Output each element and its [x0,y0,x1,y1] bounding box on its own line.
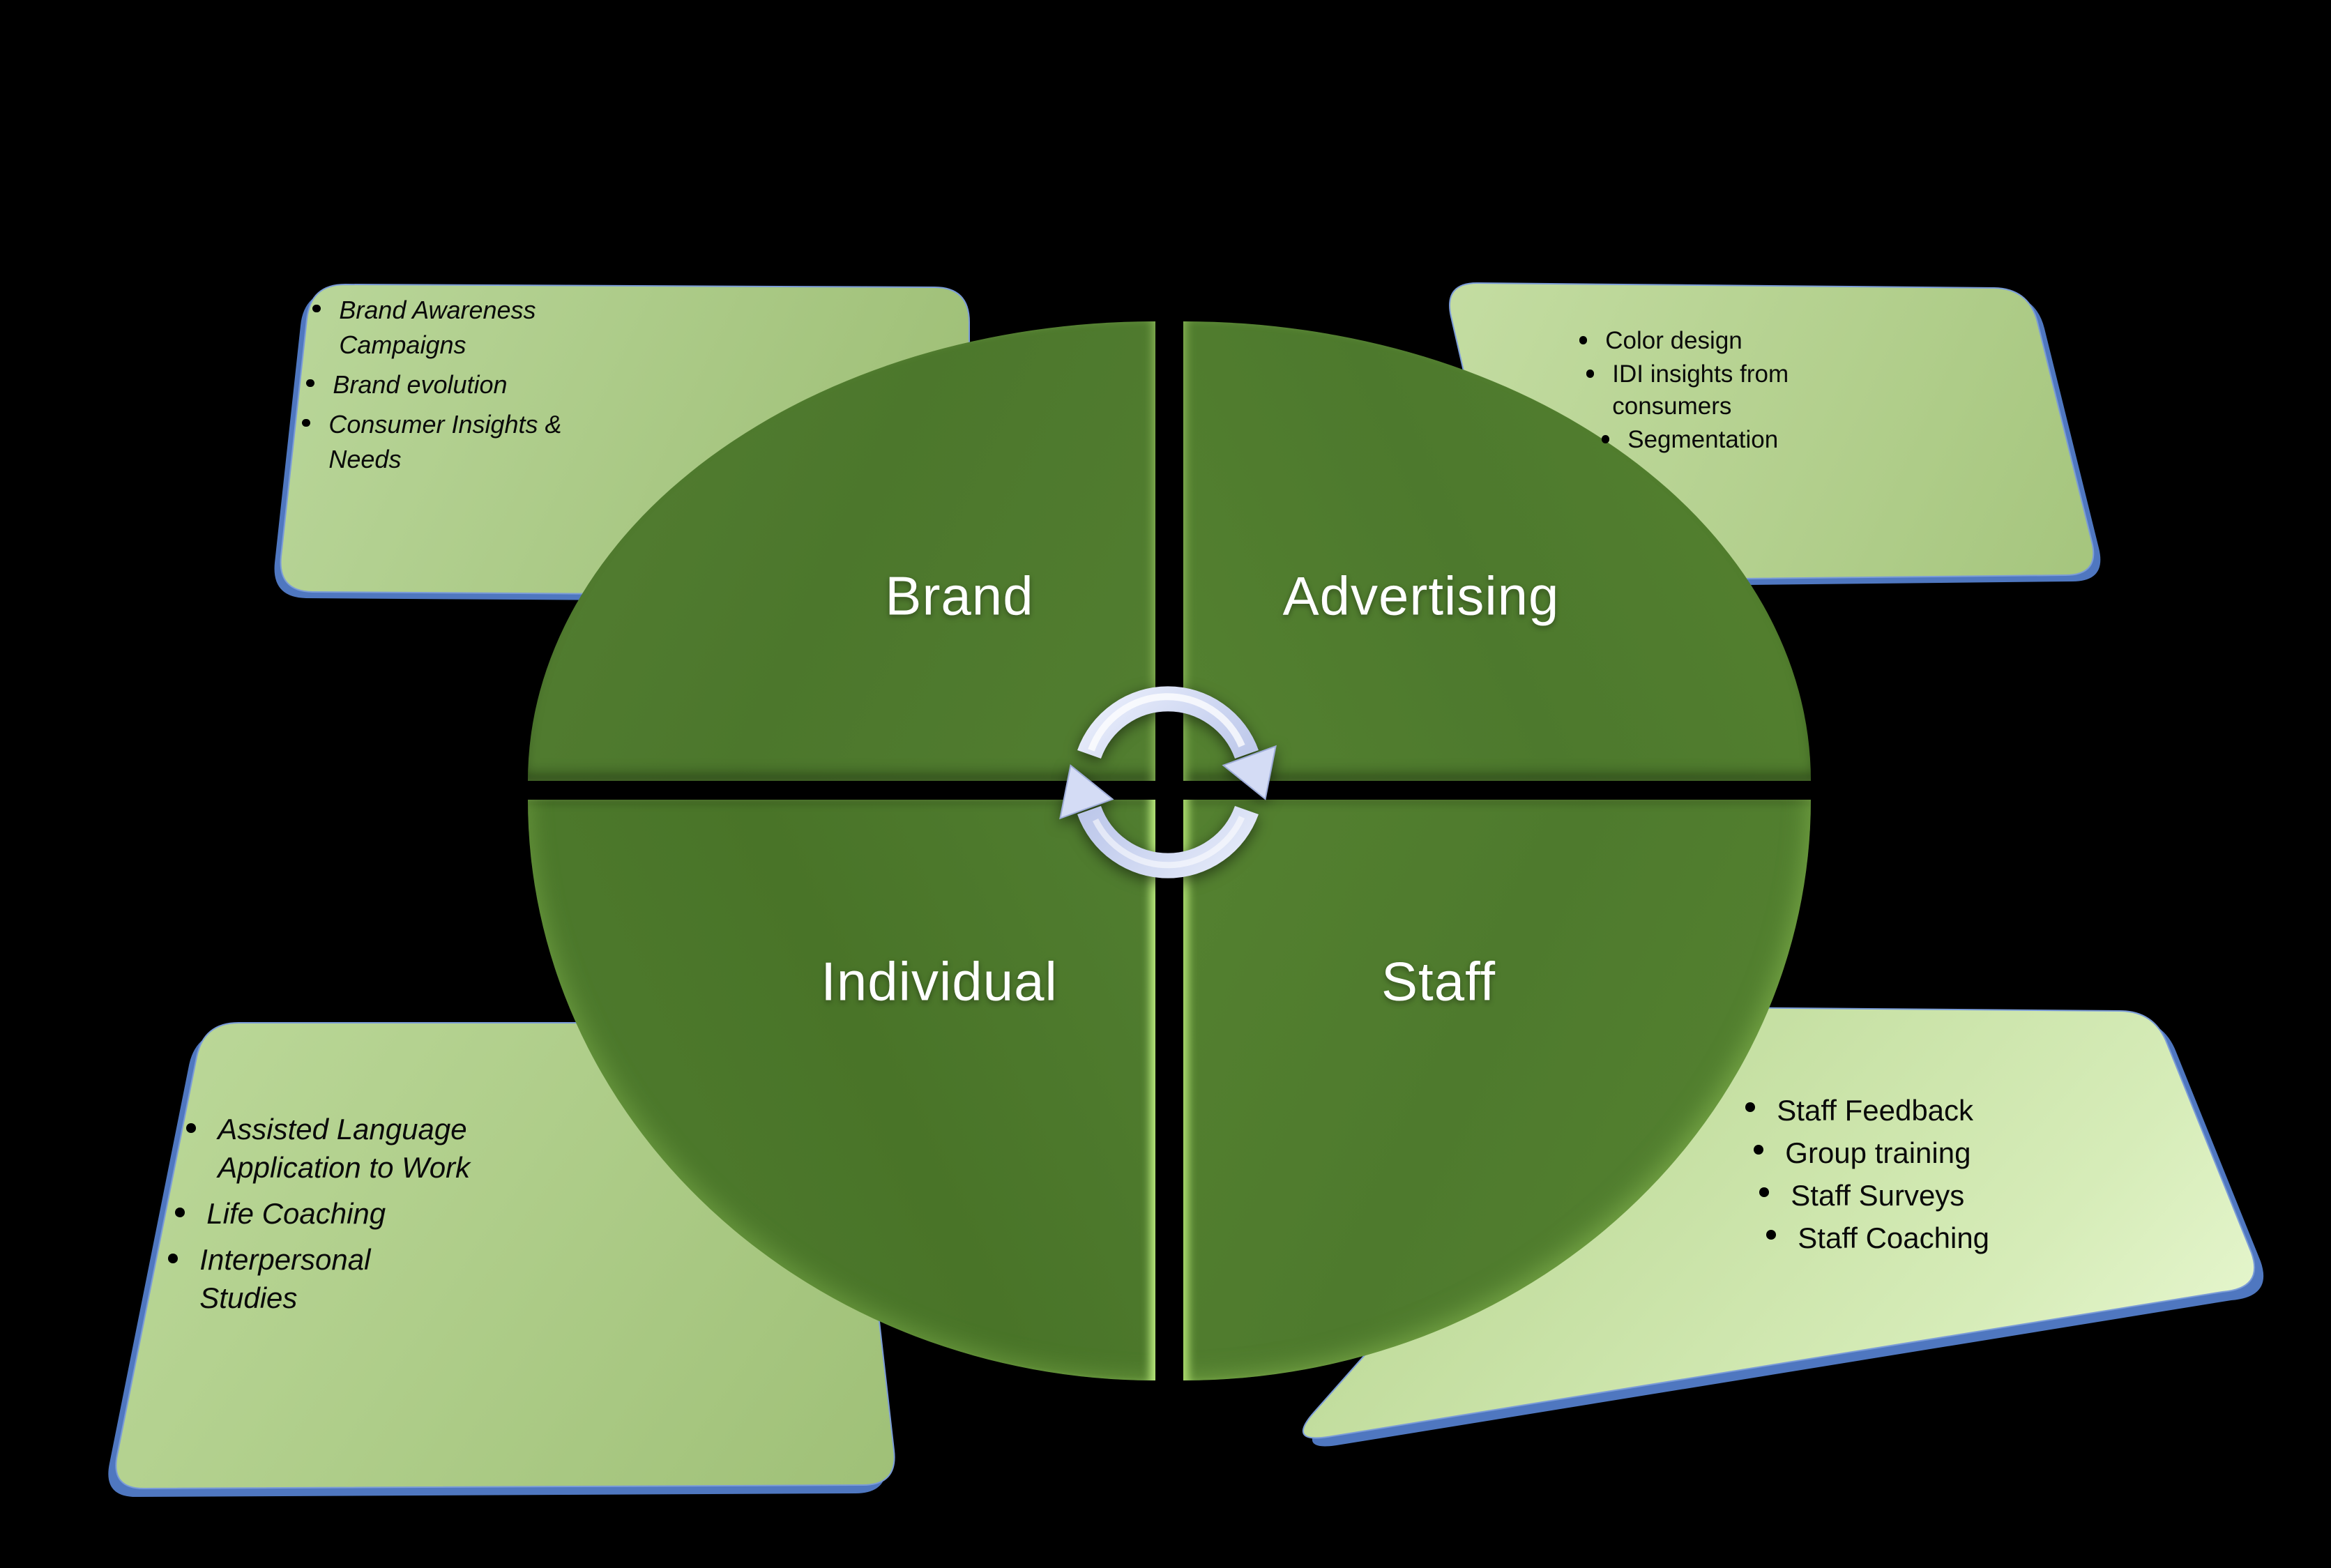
bullet-icon [1586,370,1595,378]
callout-advertising-list: Color design IDI insights from consumers… [1577,325,1835,456]
bullet-icon [1579,336,1588,344]
callout-staff: Staff Feedback Group training Staff Surv… [1743,1089,2176,1259]
list-item-text: Staff Coaching [1798,1221,1990,1254]
list-item: Group training [1752,1132,2176,1174]
bullet-icon [168,1254,179,1264]
list-item-text: Color design [1605,327,1742,354]
list-item: Brand Awareness Campaigns [310,293,586,363]
callout-advertising: Color design IDI insights from consumers… [1577,325,1835,457]
bullet-icon [175,1208,185,1218]
callout-individual: Assisted Language Application to Work Li… [166,1110,501,1325]
bullet-icon [1745,1102,1756,1113]
bullet-icon [186,1123,197,1134]
list-item: Color design [1577,325,1835,357]
list-item-text: Segmentation [1627,426,1779,453]
list-item: Brand evolution [304,367,586,402]
quadrant-label-staff: Staff [1381,950,1496,1012]
list-item-text: Staff Feedback [1777,1094,1974,1127]
bullet-icon [305,379,314,388]
bullet-icon [1754,1145,1764,1155]
list-item-text: Group training [1785,1136,1971,1169]
quadrant-label-individual: Individual [821,950,1058,1012]
list-item-text: Life Coaching [206,1197,386,1230]
quadrant-label-brand: Brand [885,565,1034,627]
list-item-text: IDI insights from consumers [1612,360,1789,420]
list-item-text: Consumer Insights & Needs [328,410,562,473]
quadrant-label-advertising: Advertising [1282,565,1560,627]
list-item: Interpersonal Studies [166,1240,501,1317]
list-item-text: Brand Awareness Campaigns [339,296,536,359]
cycle-arrows-icon [1059,686,1277,878]
list-item-text: Interpersonal Studies [199,1243,371,1314]
arrow-top [1077,686,1277,800]
bullet-icon [312,304,321,313]
list-item: Life Coaching [173,1194,501,1233]
callout-staff-list: Staff Feedback Group training Staff Surv… [1743,1089,2176,1259]
list-item: Staff Feedback [1743,1089,2176,1132]
list-item: Segmentation [1600,424,1835,456]
callout-individual-list: Assisted Language Application to Work Li… [166,1110,501,1317]
list-item-text: Brand evolution [333,370,508,399]
list-item: Staff Coaching [1764,1217,2176,1259]
list-item-text: Staff Surveys [1791,1179,1965,1212]
bullet-icon [1601,435,1610,443]
list-item: Assisted Language Application to Work [184,1110,501,1187]
arrow-bottom [1059,764,1259,878]
bullet-icon [1766,1230,1777,1240]
bullet-icon [301,418,310,427]
bullet-icon [1759,1187,1770,1198]
list-item: Staff Surveys [1757,1174,2176,1217]
list-item: IDI insights from consumers [1584,358,1835,423]
callout-brand: Brand Awareness Campaigns Brand evolutio… [300,293,586,482]
list-item-text: Assisted Language Application to Work [218,1113,471,1184]
callout-brand-list: Brand Awareness Campaigns Brand evolutio… [300,293,586,477]
list-item: Consumer Insights & Needs [300,407,586,477]
